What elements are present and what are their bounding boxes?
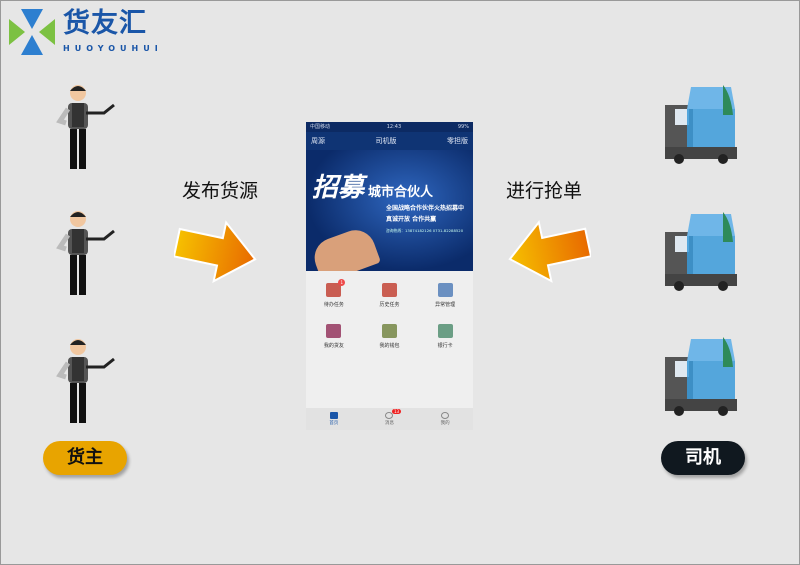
shipper-figure-2 — [56, 209, 126, 303]
badge: 1 — [338, 279, 346, 286]
status-bar: 中国移动 12:43 99% — [306, 122, 473, 132]
badge: 13 — [391, 409, 402, 414]
menu-label: 待办任务 — [323, 302, 344, 308]
menu-item[interactable]: 历史任务 — [362, 283, 418, 308]
home-icon — [329, 412, 338, 419]
user-name[interactable]: 周源 — [311, 137, 325, 145]
app-header: 周源 司机版 零担版 — [306, 132, 473, 150]
banner-big: 招募 — [312, 173, 365, 203]
menu-label: 银行卡 — [437, 343, 453, 349]
history-clipboard-icon — [381, 283, 397, 297]
bank-card-icon — [437, 324, 453, 338]
tab-profile[interactable]: 我的 — [441, 412, 450, 426]
driver-button[interactable]: 司机 — [661, 441, 745, 475]
menu-grid: 1 待办任务 历史任务 异常管理我的货友 我的钱包 银行卡 — [306, 271, 473, 349]
profile-icon — [441, 412, 450, 419]
truck-figure-2 — [661, 206, 741, 295]
task-clipboard-icon: 1 — [326, 279, 346, 297]
menu-item[interactable]: 银行卡 — [417, 324, 473, 349]
tab-bar: 首页 13 消息 我的 — [306, 408, 473, 430]
truck-figure-3 — [661, 331, 741, 420]
mode-switch[interactable]: 零担版 — [447, 137, 468, 145]
left-arrow-icon — [508, 219, 591, 283]
menu-item[interactable]: 我的货友 — [306, 324, 362, 349]
truck-figure-1 — [661, 79, 741, 168]
menu-item[interactable]: 我的钱包 — [362, 324, 418, 349]
publish-cargo-label: 发布货源 — [182, 180, 259, 202]
menu-label: 异常管理 — [435, 302, 456, 308]
tab-label: 首页 — [329, 421, 339, 426]
logo-subtext: HUOYOUHUI — [63, 44, 163, 53]
shipper-figure-3 — [56, 337, 126, 431]
menu-item[interactable]: 1 待办任务 — [306, 279, 362, 308]
logo-text: 货友汇 — [63, 8, 147, 39]
warning-box-icon — [437, 283, 453, 297]
tab-home[interactable]: 首页 — [329, 412, 338, 426]
banner-heading: 招募 城市合伙人 — [312, 162, 468, 202]
time: 12:43 — [386, 124, 402, 130]
menu-label: 我的货友 — [323, 343, 344, 349]
grab-order-label: 进行抢单 — [506, 180, 583, 202]
menu-label: 我的钱包 — [379, 343, 400, 349]
tab-label: 我的 — [440, 421, 450, 426]
banner-title: 城市合伙人 — [368, 185, 434, 200]
carrier: 中国移动 — [310, 124, 331, 130]
logo-icon — [9, 9, 55, 55]
shipper-figure-1 — [56, 83, 126, 177]
menu-item[interactable]: 异常管理 — [417, 283, 473, 308]
tab-message[interactable]: 13 消息 — [384, 409, 402, 426]
battery: 99% — [457, 124, 469, 130]
app-title: 司机版 — [375, 137, 397, 145]
shipper-button[interactable]: 货主 — [43, 441, 127, 475]
menu-label: 历史任务 — [379, 302, 400, 308]
phone-screenshot: 中国移动 12:43 99% 周源 司机版 零担版 招募 城市合伙人 全国战略合… — [306, 122, 473, 430]
wallet-icon — [381, 324, 397, 338]
message-icon — [385, 412, 394, 419]
banner-line1: 全国战略合作伙伴火热招募中 — [386, 205, 465, 212]
banner-hotline: 咨询热线：13874182126 0731-82288520 — [386, 228, 464, 233]
handshake-image — [309, 224, 381, 271]
banner-line2: 真诚开放 合作共赢 — [386, 216, 437, 223]
cargo-friends-icon — [326, 324, 342, 338]
tab-label: 消息 — [384, 421, 394, 426]
recruit-banner[interactable]: 招募 城市合伙人 全国战略合作伙伴火热招募中 真诚开放 合作共赢 咨询热线：13… — [306, 150, 473, 271]
right-arrow-icon — [174, 220, 257, 283]
